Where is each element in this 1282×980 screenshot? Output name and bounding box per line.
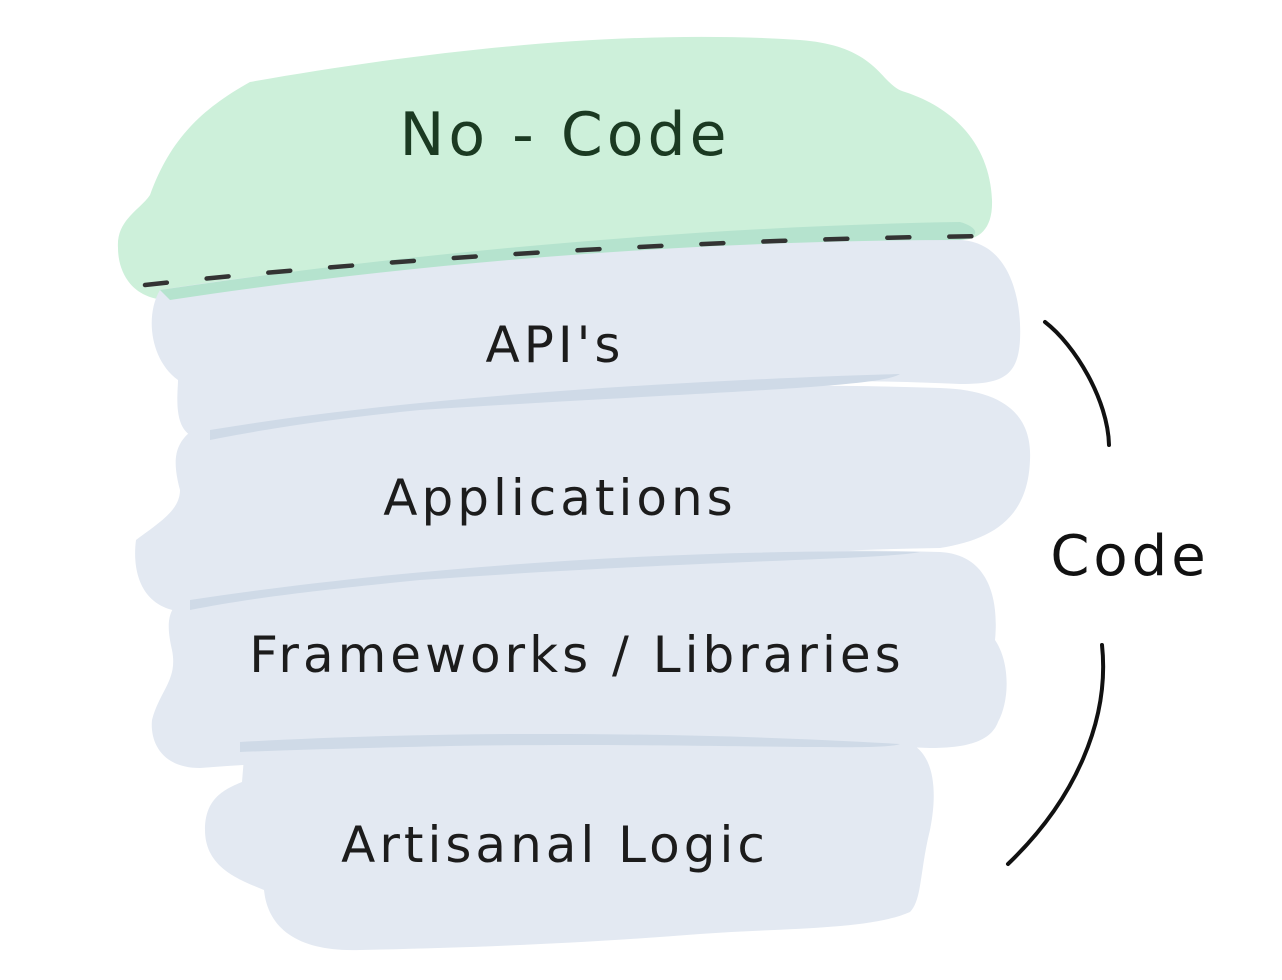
layer-label-apis: API's — [486, 316, 625, 374]
overlap-band — [240, 733, 900, 752]
no-code-label: No - Code — [400, 100, 731, 170]
layer-band-frameworks — [151, 550, 1007, 768]
layer-band-applications — [135, 385, 1031, 612]
code-brace-lower — [1006, 643, 1106, 866]
layer-label-artisanal-logic: Artisanal Logic — [341, 816, 769, 874]
overlap-band — [210, 374, 900, 440]
layer-band-artisanal — [205, 733, 934, 951]
layer-label-applications: Applications — [383, 469, 736, 527]
no-code-divider — [142, 233, 1008, 288]
overlap-band — [190, 551, 920, 610]
code-brace-upper — [1043, 320, 1111, 447]
code-brace-label: Code — [1050, 524, 1209, 589]
layer-band-apis — [151, 239, 1021, 439]
layer-label-frameworks-libraries: Frameworks / Libraries — [249, 626, 904, 684]
